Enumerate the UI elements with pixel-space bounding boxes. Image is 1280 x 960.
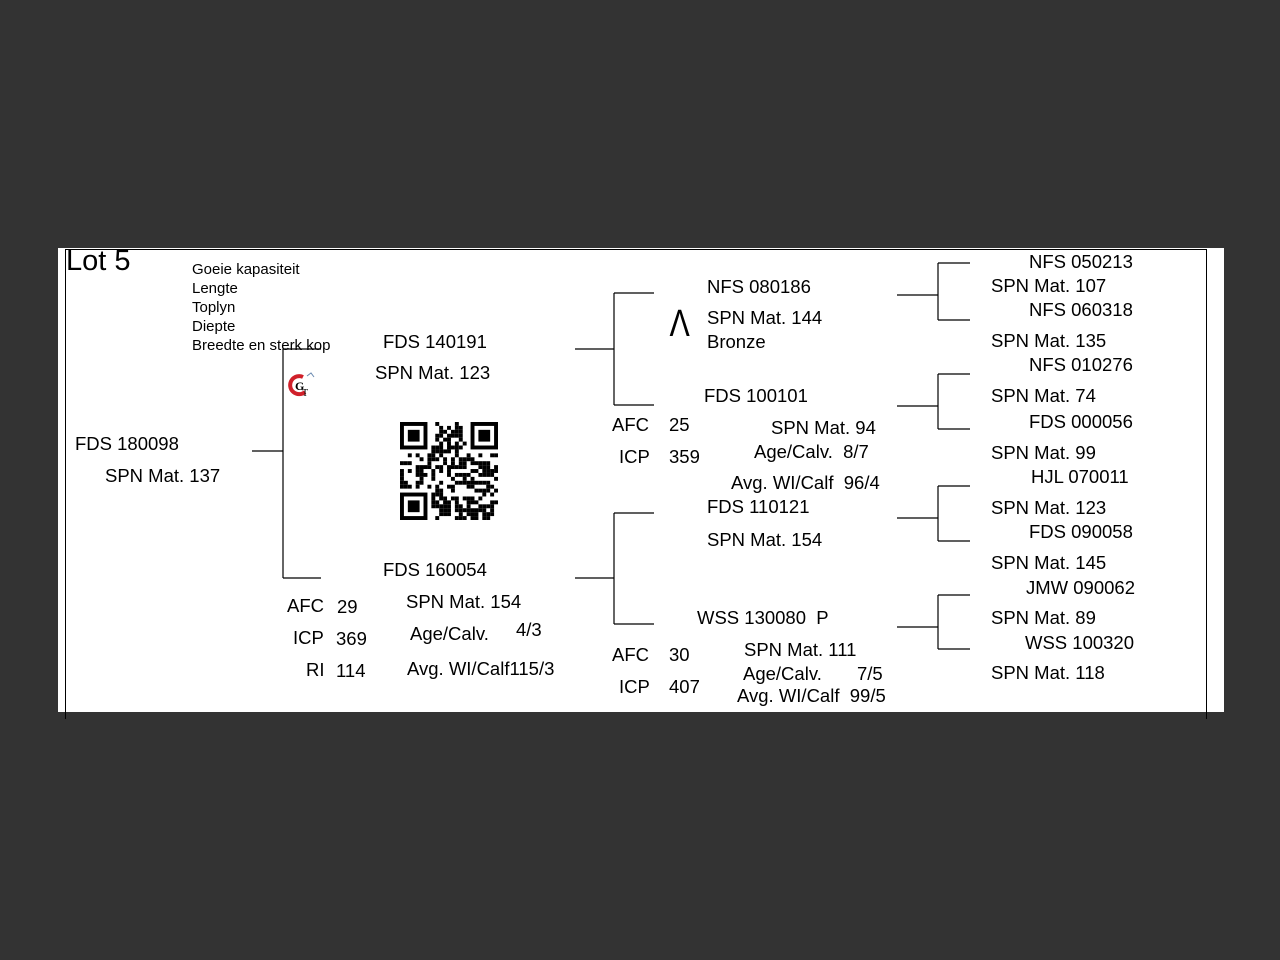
gt-logo-icon: G T: [288, 372, 315, 399]
dam-afc-label: AFC: [287, 595, 324, 616]
dam-ri-label: RI: [306, 659, 325, 680]
connector-dam: [575, 512, 654, 625]
animal-spn: SPN Mat. 137: [105, 465, 221, 486]
gen3-spn: SPN Mat. 145: [991, 552, 1107, 573]
dd-wi: Avg. WI/Calf 99/5: [737, 685, 886, 706]
dd-icp-label: ICP: [619, 676, 650, 697]
gen3-spn: SPN Mat. 107: [991, 275, 1107, 296]
sd-icp: 359: [669, 446, 700, 467]
ss-spn: SPN Mat. 144: [707, 307, 823, 328]
gen3-spn: SPN Mat. 89: [991, 607, 1096, 628]
gen3-id: FDS 090058: [1029, 521, 1133, 542]
dam-afc: 29: [337, 596, 358, 617]
gen3-spn: SPN Mat. 74: [991, 385, 1096, 406]
gen3-spn: SPN Mat. 135: [991, 330, 1107, 351]
connector-dd: [897, 594, 970, 650]
sd-age: Age/Calv. 8/7: [754, 441, 869, 462]
gen3-spn: SPN Mat. 118: [991, 662, 1105, 683]
connector-animal: [252, 348, 321, 579]
ss-award: Bronze: [707, 331, 766, 352]
pedigree-page: [58, 248, 1224, 712]
sd-icp-label: ICP: [619, 446, 650, 467]
page-frame: [65, 249, 1207, 719]
dd-spn: SPN Mat. 111: [744, 639, 857, 660]
animal-id: FDS 180098: [75, 433, 179, 454]
gen3-id: JMW 090062: [1026, 577, 1135, 598]
dam-ri: 114: [336, 660, 366, 681]
dd-afc: 30: [669, 644, 690, 665]
sire-spn: SPN Mat. 123: [375, 362, 491, 383]
note: Lengte: [192, 280, 238, 297]
gen3-id: NFS 050213: [1029, 251, 1133, 272]
gen3-id: WSS 100320: [1025, 632, 1135, 653]
dam-spn: SPN Mat. 154: [406, 591, 522, 612]
dd-afc-label: AFC: [612, 644, 649, 665]
ss-id: NFS 080186: [707, 276, 811, 297]
sd-id: FDS 100101: [704, 385, 808, 406]
lot-title: Lot 5: [66, 245, 131, 277]
dam-age-label: Age/Calv.: [410, 623, 489, 644]
note: Goeie kapasiteit: [192, 261, 300, 278]
gen3-spn: SPN Mat. 99: [991, 442, 1096, 463]
sd-wi: Avg. WI/Calf 96/4: [731, 472, 880, 493]
note: Diepte: [192, 318, 236, 335]
dam-id: FDS 160054: [383, 559, 487, 580]
dam-wi: Avg. WI/Calf115/3: [407, 658, 555, 679]
svg-text:T: T: [302, 388, 308, 399]
dam-icp: 369: [336, 628, 367, 649]
sire-id: FDS 140191: [383, 331, 487, 352]
svg-text:G: G: [295, 379, 304, 393]
dd-icp: 407: [669, 676, 700, 697]
dd-id: WSS 130080 P: [697, 607, 829, 628]
gen3-id: NFS 060318: [1029, 299, 1133, 320]
gen3-id: NFS 010276: [1029, 354, 1133, 375]
ss-symbol: Λ: [669, 303, 690, 345]
connector-sd: [897, 373, 970, 430]
note: Breedte en sterk kop: [192, 337, 331, 354]
dam-icp-label: ICP: [293, 627, 324, 648]
gen3-id: FDS 000056: [1029, 411, 1133, 432]
ds-id: FDS 110121: [707, 496, 810, 517]
qr-code: [400, 422, 498, 520]
sd-afc-label: AFC: [612, 414, 649, 435]
ds-spn: SPN Mat. 154: [707, 529, 823, 550]
sd-afc: 25: [669, 414, 690, 435]
dd-age: 7/5: [857, 663, 883, 684]
dam-age: 4/3: [516, 619, 542, 640]
connector-ds: [897, 485, 970, 542]
gen3-spn: SPN Mat. 123: [991, 497, 1107, 518]
dd-age-label: Age/Calv.: [743, 663, 822, 684]
sd-spn: SPN Mat. 94: [771, 417, 876, 438]
connector-sire: [575, 292, 654, 406]
gen3-id: HJL 070011: [1031, 466, 1129, 487]
note: Toplyn: [192, 299, 236, 316]
connector-ss: [897, 262, 970, 321]
